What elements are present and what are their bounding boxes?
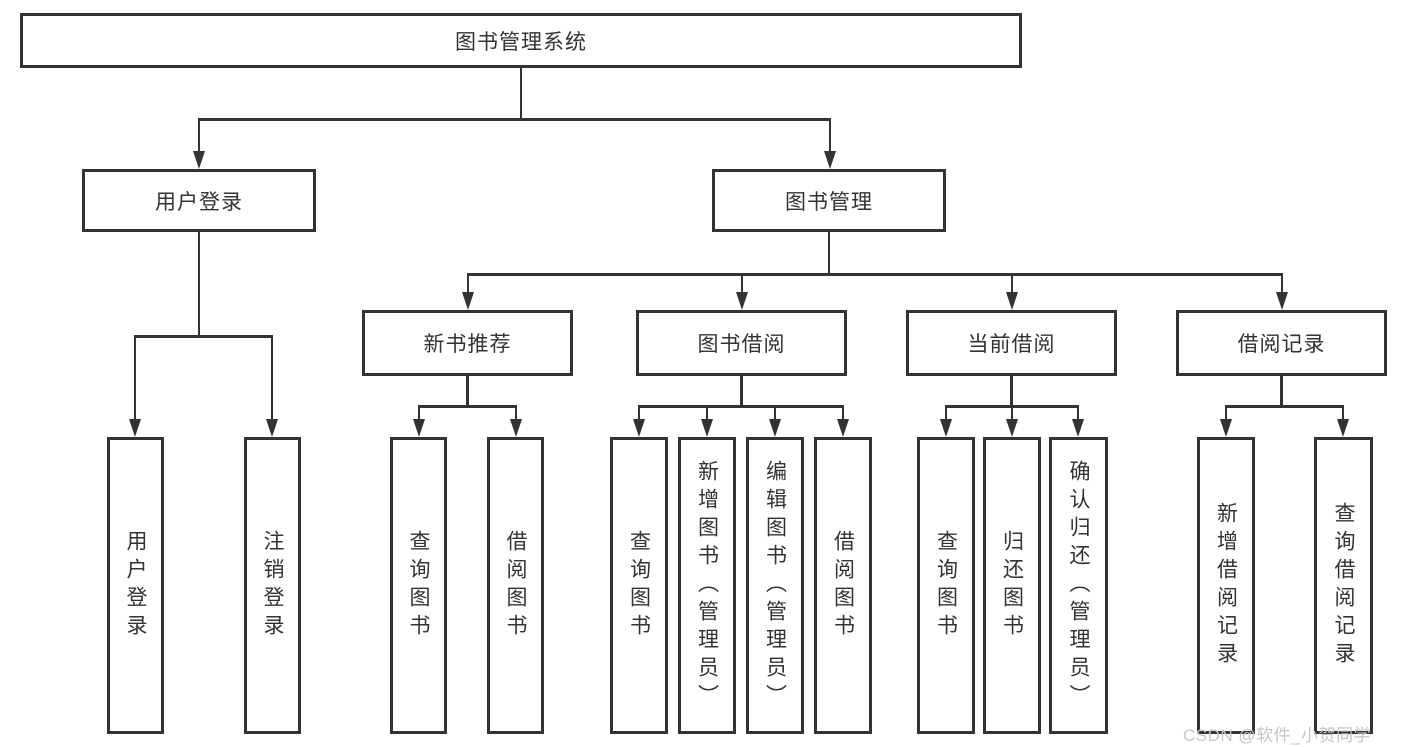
node-book-mgmt-label: 图书管理	[785, 190, 873, 214]
connector-arrow-down	[1219, 405, 1233, 437]
connector-arrow-down	[1005, 273, 1019, 310]
leaf-query-book-cb-label: 查询图书	[934, 529, 958, 642]
connector-arrow-down	[1336, 405, 1350, 437]
connector-line	[1224, 405, 1344, 408]
node-root: 图书管理系统	[20, 13, 1022, 68]
connector-arrow-down	[823, 118, 837, 169]
leaf-borrow-book-bb: 借阅图书	[814, 437, 872, 734]
connector-arrow-down	[836, 405, 850, 437]
connector-arrow-down	[1275, 273, 1289, 310]
connector-arrow-down	[509, 405, 523, 437]
leaf-return-book-label: 归还图书	[1000, 529, 1024, 642]
connector-line	[466, 376, 469, 405]
leaf-borrow-book-rec: 借阅图书	[487, 437, 544, 734]
connector-line	[466, 273, 1283, 276]
leaf-confirm-return-label: 确认归还（管理员）	[1067, 459, 1090, 712]
node-current-borrow: 当前借阅	[906, 310, 1117, 376]
connector-line	[740, 376, 743, 405]
leaf-user-login-label: 用户登录	[124, 529, 147, 642]
connector-arrow-down	[1005, 405, 1019, 437]
leaf-confirm-return: 确认归还（管理员）	[1049, 437, 1108, 734]
connector-line	[133, 335, 273, 338]
leaf-add-borrow-record: 新增借阅记录	[1197, 437, 1255, 734]
connector-arrow-down	[461, 273, 475, 310]
leaf-borrow-book-bb-label: 借阅图书	[831, 529, 855, 642]
leaf-logout: 注销登录	[244, 437, 301, 734]
leaf-add-borrow-record-label: 新增借阅记录	[1214, 501, 1238, 670]
leaf-query-borrow-record-label: 查询借阅记录	[1332, 501, 1355, 670]
leaf-add-book-label: 新增图书（管理员）	[695, 459, 719, 712]
connector-line	[1280, 376, 1283, 405]
connector-line	[197, 232, 201, 335]
connector-arrow-down	[265, 335, 279, 437]
connector-arrow-down	[192, 118, 206, 169]
leaf-user-login: 用户登录	[107, 437, 164, 734]
leaf-query-book-cb: 查询图书	[917, 437, 975, 734]
connector-line	[827, 232, 831, 273]
leaf-query-book-rec-label: 查询图书	[407, 529, 430, 642]
connector-line	[197, 118, 831, 121]
node-root-label: 图书管理系统	[455, 30, 587, 54]
node-new-book-rec-label: 新书推荐	[423, 333, 512, 356]
leaf-query-book-rec: 查询图书	[390, 437, 447, 734]
connector-line	[637, 405, 844, 408]
connector-line	[1010, 376, 1013, 405]
connector-arrow-down	[632, 405, 646, 437]
leaf-edit-book: 编辑图书（管理员）	[746, 437, 804, 734]
node-user-login-label: 用户登录	[155, 190, 243, 214]
leaf-edit-book-label: 编辑图书（管理员）	[763, 459, 787, 712]
node-book-borrow: 图书借阅	[636, 310, 847, 376]
connector-line	[417, 405, 517, 408]
connector-arrow-down	[412, 405, 426, 437]
connector-arrow-down	[128, 335, 142, 437]
leaf-query-borrow-record: 查询借阅记录	[1314, 437, 1373, 734]
leaf-return-book: 归还图书	[983, 437, 1041, 734]
connector-arrow-down	[1071, 405, 1085, 437]
leaf-query-book-bb-label: 查询图书	[627, 529, 651, 642]
connector-line	[519, 68, 523, 118]
node-new-book-rec: 新书推荐	[362, 310, 573, 376]
connector-arrow-down	[700, 405, 714, 437]
node-book-mgmt: 图书管理	[712, 169, 946, 232]
watermark: CSDN @软件_小贺同学	[1183, 726, 1372, 745]
node-book-borrow-label: 图书借阅	[697, 333, 786, 356]
leaf-borrow-book-rec-label: 借阅图书	[504, 529, 527, 642]
leaf-logout-label: 注销登录	[261, 529, 284, 642]
node-user-login: 用户登录	[82, 169, 316, 232]
leaf-add-book: 新增图书（管理员）	[678, 437, 736, 734]
leaf-query-book-bb: 查询图书	[610, 437, 668, 734]
node-borrow-records-label: 借阅记录	[1237, 333, 1326, 356]
node-borrow-records: 借阅记录	[1176, 310, 1387, 376]
connector-arrow-down	[735, 273, 749, 310]
connector-arrow-down	[939, 405, 953, 437]
node-current-borrow-label: 当前借阅	[967, 333, 1056, 356]
connector-arrow-down	[768, 405, 782, 437]
